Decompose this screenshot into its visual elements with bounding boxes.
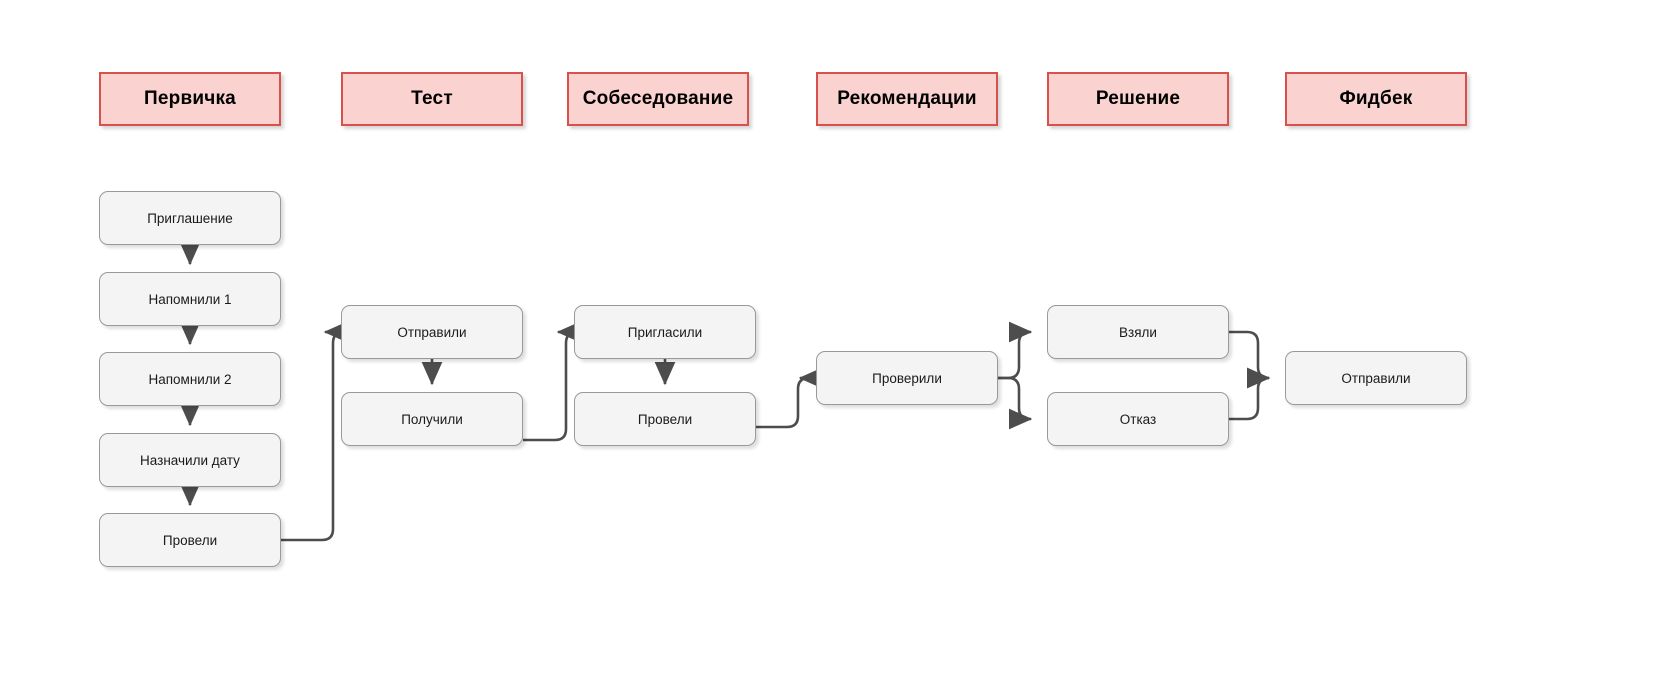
edge-proveli1-otpravili [281, 321, 348, 542]
node-proverili[interactable]: Проверили [816, 351, 998, 405]
edge-proverili-vzyali [998, 321, 1033, 380]
edge-otkaz-otpravili [1229, 367, 1271, 421]
stage-pervichka[interactable]: Первичка [99, 72, 281, 126]
stage-sobesedovanie[interactable]: Собеседование [567, 72, 749, 126]
stage-rekomendacii[interactable]: Рекомендации [816, 72, 998, 126]
node-napomnili-2[interactable]: Напомнили 2 [99, 352, 281, 406]
node-naznachili-datu[interactable]: Назначили дату [99, 433, 281, 487]
edge-proveli2-proverili [756, 367, 823, 429]
edge-vzyali-otpravili [1229, 330, 1271, 389]
node-otkaz[interactable]: Отказ [1047, 392, 1229, 446]
node-priglasili[interactable]: Пригласили [574, 305, 756, 359]
node-poluchili[interactable]: Получили [341, 392, 523, 446]
node-napomnili-1[interactable]: Напомнили 1 [99, 272, 281, 326]
node-otpravili-fb[interactable]: Отправили [1285, 351, 1467, 405]
stage-test[interactable]: Тест [341, 72, 523, 126]
stage-fidbek[interactable]: Фидбек [1285, 72, 1467, 126]
node-vzyali[interactable]: Взяли [1047, 305, 1229, 359]
node-priglashenie[interactable]: Приглашение [99, 191, 281, 245]
node-proveli-1[interactable]: Провели [99, 513, 281, 567]
node-otpravili-test[interactable]: Отправили [341, 305, 523, 359]
edge-poluchili-priglasili [523, 321, 581, 442]
node-proveli-2[interactable]: Провели [574, 392, 756, 446]
stage-reshenie[interactable]: Решение [1047, 72, 1229, 126]
edge-proverili-otkaz [998, 376, 1033, 430]
